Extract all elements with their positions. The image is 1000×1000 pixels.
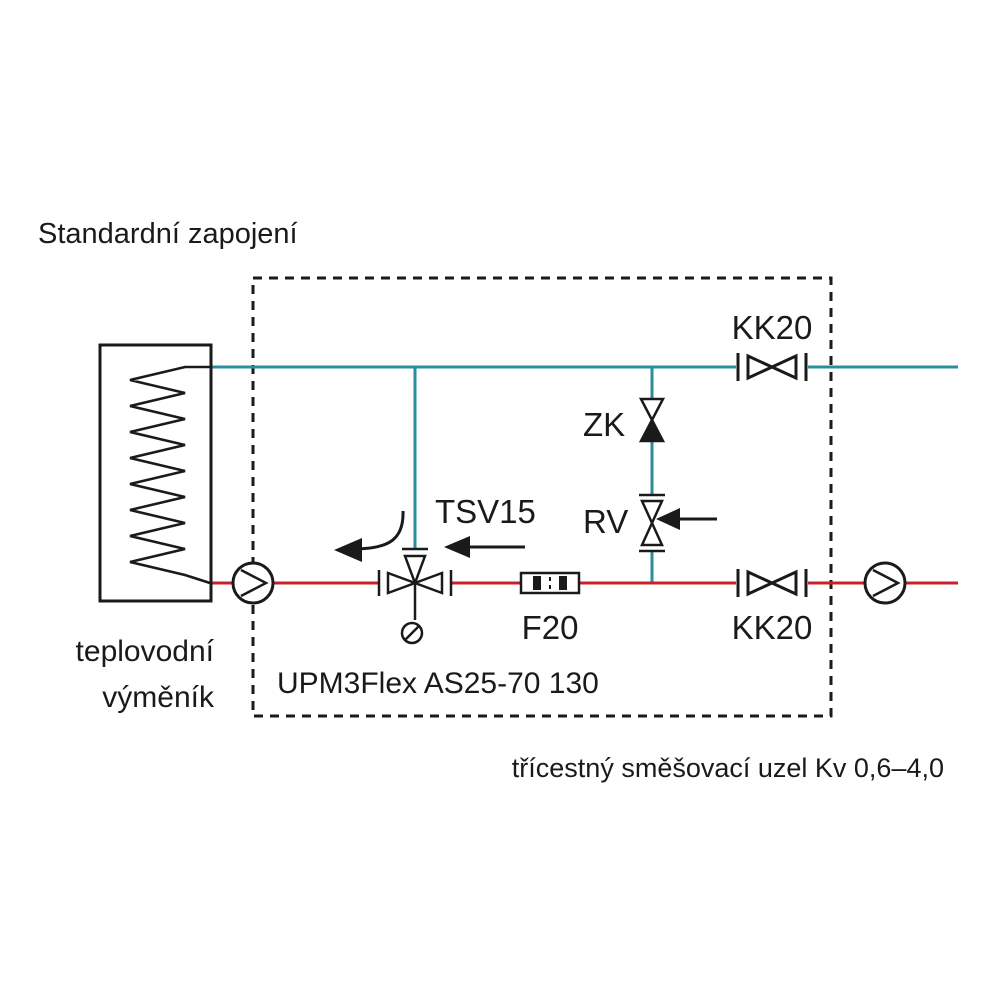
check-valve-icon — [638, 397, 666, 443]
regulating-valve-icon — [639, 493, 717, 553]
label-exchanger-line1: teplovodní — [76, 635, 215, 668]
label-zk: ZK — [583, 406, 625, 443]
label-pump-model: UPM3Flex AS25-70 130 — [277, 667, 599, 700]
pump-icon — [231, 561, 275, 605]
three-way-valve-icon — [377, 547, 453, 620]
diagram-title: Standardní zapojení — [38, 218, 298, 250]
mixing-flow-arrow-icon — [334, 510, 405, 562]
label-kk20-bottom: KK20 — [732, 609, 813, 646]
heat-exchanger-coil-icon — [98, 343, 213, 603]
mixing-unit-boundary — [251, 276, 833, 718]
ball-valve-icon — [736, 569, 808, 597]
label-kk20-top: KK20 — [732, 309, 813, 346]
filter-icon — [519, 571, 581, 595]
label-rv: RV — [583, 503, 628, 540]
label-tsv15: TSV15 — [435, 493, 536, 530]
pump-icon — [863, 561, 907, 605]
actuator-icon — [400, 621, 424, 645]
label-exchanger-line2: výměník — [102, 681, 215, 714]
flow-arrow-icon — [444, 536, 525, 558]
return-pipe — [210, 365, 958, 583]
label-unit-caption: třícestný směšovací uzel Kv 0,6–4,0 — [512, 753, 944, 783]
ball-valve-icon — [736, 353, 808, 381]
label-f20: F20 — [522, 609, 579, 646]
